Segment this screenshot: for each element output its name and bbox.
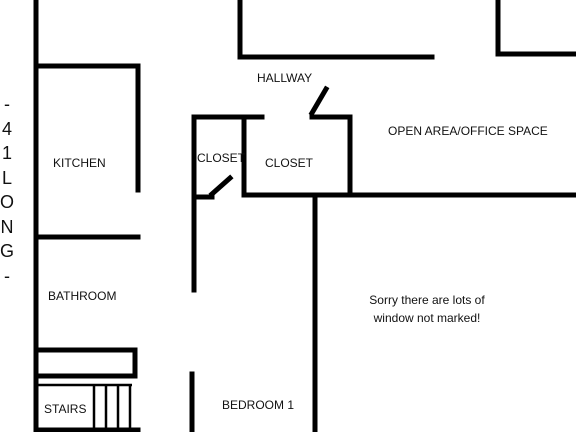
- room-label-open-area: OPEN AREA/OFFICE SPACE: [388, 124, 548, 138]
- note-line: window not marked!: [373, 311, 481, 325]
- room-label-hallway: HALLWAY: [257, 71, 313, 85]
- room-label-closet: CLOSET: [265, 156, 314, 170]
- dimension-char: 4: [1, 118, 12, 139]
- room-label-bathroom: BATHROOM: [48, 289, 117, 303]
- note-line: Sorry there are lots of: [369, 293, 485, 307]
- dimension-char: -: [4, 265, 10, 286]
- dimension-label: - 4 1 L O N G -: [0, 92, 14, 288]
- dimension-char: L: [1, 167, 12, 188]
- dimension-char: -: [4, 94, 10, 114]
- room-label-kitchen: KITCHEN: [53, 156, 106, 170]
- room-label-stairs: STAIRS: [44, 402, 87, 416]
- dimension-char: O: [0, 192, 15, 212]
- closet-door-swing: [208, 174, 234, 198]
- bathroom-bottom-wall: [33, 347, 138, 379]
- dimension-char: G: [0, 241, 15, 261]
- hall-door-swing: [308, 85, 330, 117]
- room-label-bedroom: BEDROOM 1: [222, 398, 295, 412]
- room-label-closet-small: CLOSET: [197, 151, 246, 165]
- dimension-char: N: [0, 216, 14, 237]
- annotation-note: Sorry there are lots of window not marke…: [352, 291, 502, 327]
- dimension-char: 1: [1, 143, 12, 163]
